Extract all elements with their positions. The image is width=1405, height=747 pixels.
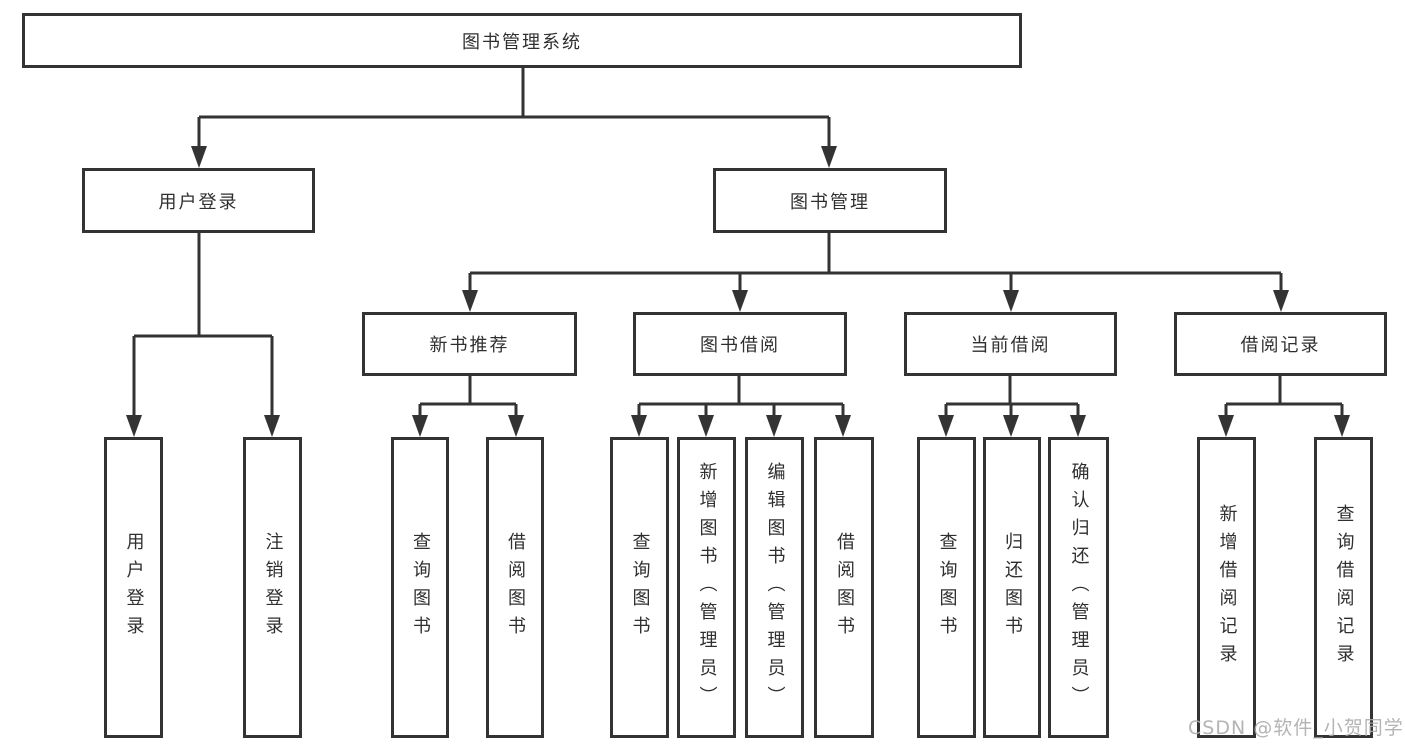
node-label: 新书推荐 [429, 335, 510, 356]
leaf-user-login: 用户登录 [104, 437, 163, 738]
connector-user-leaves [132, 233, 274, 421]
node-label: 归还图书 [1002, 531, 1023, 644]
connector-root-l2 [197, 68, 831, 152]
node-label: 当前借阅 [970, 335, 1051, 356]
node-label: 借阅图书 [505, 531, 526, 644]
arrowheads [126, 146, 1350, 437]
leaf-confirm-return-admin: 确认归还（管理员） [1048, 437, 1109, 738]
node-borrowing-records: 借阅记录 [1174, 312, 1387, 376]
leaf-query-borrow-record: 查询借阅记录 [1314, 437, 1373, 738]
node-label: 用户登录 [158, 191, 239, 213]
node-library-management-system: 图书管理系统 [22, 13, 1022, 68]
leaf-borrow-books-newbook: 借阅图书 [486, 437, 544, 738]
node-label: 图书借阅 [700, 335, 780, 356]
csdn-watermark: CSDN @软件_小贺同学 [1188, 717, 1404, 739]
leaf-add-borrow-record: 新增借阅记录 [1197, 437, 1256, 738]
node-label: 图书管理 [790, 191, 870, 213]
leaf-query-books-current: 查询图书 [917, 437, 976, 738]
node-label: 查询图书 [410, 531, 431, 644]
node-label: 查询借阅记录 [1333, 503, 1355, 672]
leaf-edit-book-admin: 编辑图书（管理员） [745, 437, 804, 738]
node-label: 注销登录 [262, 531, 284, 644]
leaf-return-books: 归还图书 [983, 437, 1041, 738]
node-label: 确认归还（管理员） [1068, 461, 1090, 714]
leaf-query-books-newbook: 查询图书 [391, 437, 449, 738]
node-label: 新增图书（管理员） [696, 461, 718, 714]
connector-records-leaves [1224, 376, 1344, 421]
node-user-login: 用户登录 [82, 168, 315, 233]
leaf-logout: 注销登录 [243, 437, 302, 738]
leaf-borrow-books-borrow: 借阅图书 [814, 437, 874, 738]
node-label: 用户登录 [123, 531, 145, 644]
connector-book-l3 [468, 233, 1283, 294]
node-label: 图书管理系统 [462, 31, 582, 53]
node-label: 查询图书 [629, 531, 651, 644]
node-label: 借阅记录 [1240, 335, 1321, 356]
node-book-management: 图书管理 [713, 168, 947, 233]
leaf-add-book-admin: 新增图书（管理员） [677, 437, 736, 738]
node-label: 新增借阅记录 [1216, 503, 1238, 672]
node-book-borrowing: 图书借阅 [633, 312, 847, 376]
node-current-borrowing: 当前借阅 [904, 312, 1117, 376]
connector-borrow-leaves [637, 376, 845, 421]
leaf-query-books-borrow: 查询图书 [610, 437, 669, 738]
node-new-book-recommendation: 新书推荐 [362, 312, 577, 376]
node-label: 借阅图书 [834, 531, 855, 644]
connector-current-leaves [944, 376, 1080, 421]
connector-newbook-leaves [418, 376, 518, 421]
node-label: 编辑图书（管理员） [764, 461, 786, 714]
node-label: 查询图书 [936, 531, 958, 644]
